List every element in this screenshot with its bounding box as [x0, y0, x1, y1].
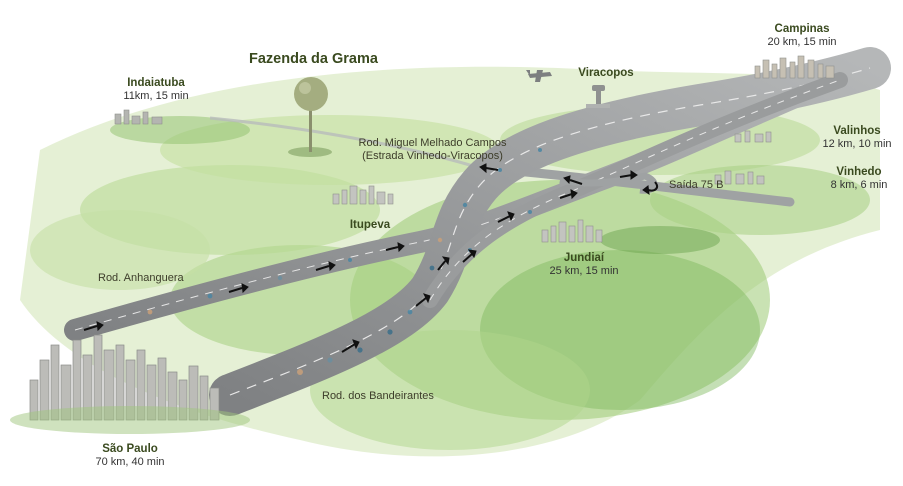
city-skyline-icon — [114, 109, 163, 125]
direction-arrow-icon — [642, 181, 658, 196]
direction-arrow-icon — [228, 283, 249, 294]
exit-label: Saída 75 B — [669, 179, 724, 191]
place-name: Vinhedo — [836, 166, 882, 178]
place-name: Viracopos — [578, 67, 634, 79]
direction-arrow-icon — [437, 256, 450, 271]
airplane-icon — [526, 70, 552, 82]
location-pin-icon — [288, 77, 332, 157]
traffic — [147, 148, 542, 375]
direction-arrow-icon — [497, 211, 515, 223]
city-skyline-icon — [734, 130, 772, 143]
place-itupeva: Itupeva — [340, 219, 400, 232]
direction-arrow-icon — [619, 170, 638, 180]
city-skyline-icon — [754, 55, 835, 79]
city-skyline-icon — [332, 185, 394, 205]
direction-arrow-icon — [415, 293, 431, 307]
city-skyline-icon — [29, 334, 220, 421]
place-distance: 12 km, 10 min — [822, 138, 892, 150]
place-valinhos: Valinhos 12 km, 10 min — [812, 125, 902, 151]
road-label-miguel-melhado: Rod. Miguel Melhado Campos (Estrada Vinh… — [340, 137, 525, 163]
direction-arrows — [83, 163, 658, 353]
direction-arrow-icon — [563, 175, 583, 185]
direction-arrow-icon — [315, 261, 336, 272]
road-label-bandeirantes: Rod. dos Bandeirantes — [322, 390, 434, 402]
place-distance: 70 km, 40 min — [95, 456, 165, 468]
place-distance: 20 km, 15 min — [767, 36, 837, 48]
control-tower-icon — [586, 85, 610, 108]
map-title: Fazenda da Grama — [249, 51, 378, 67]
place-campinas: Campinas 20 km, 15 min — [752, 23, 852, 49]
place-sao-paulo: São Paulo 70 km, 40 min — [80, 443, 180, 469]
city-skyline-icon — [541, 219, 603, 243]
place-distance: 25 km, 15 min — [549, 265, 619, 277]
direction-arrow-icon — [83, 321, 104, 332]
exit-75b-loop — [559, 172, 658, 194]
place-viracopos: Viracopos — [566, 67, 646, 80]
place-name: São Paulo — [102, 443, 158, 455]
road-label-anhanguera: Rod. Anhanguera — [98, 272, 184, 284]
place-vinhedo: Vinhedo 8 km, 6 min — [818, 166, 900, 192]
road-name: Rod. Miguel Melhado Campos — [358, 137, 507, 149]
place-distance: 11km, 15 min — [123, 90, 189, 102]
direction-arrow-icon — [341, 339, 360, 353]
place-name: Jundiaí — [563, 252, 605, 264]
place-name: Indaiatuba — [127, 77, 185, 89]
city-skyline-icon — [714, 170, 765, 185]
direction-arrow-icon — [385, 242, 405, 253]
place-name: Campinas — [774, 23, 830, 35]
place-distance: 8 km, 6 min — [830, 179, 888, 191]
direction-arrow-icon — [462, 249, 477, 263]
direction-arrow-icon — [559, 189, 578, 200]
direction-arrow-icon — [479, 163, 499, 174]
place-jundiai: Jundiaí 25 km, 15 min — [534, 252, 634, 278]
road-subname: (Estrada Vinhedo-Viracopos) — [362, 150, 503, 162]
place-indaiatuba: Indaiatuba 11km, 15 min — [110, 77, 202, 103]
place-name: Itupeva — [349, 219, 391, 231]
place-name: Valinhos — [833, 125, 881, 137]
